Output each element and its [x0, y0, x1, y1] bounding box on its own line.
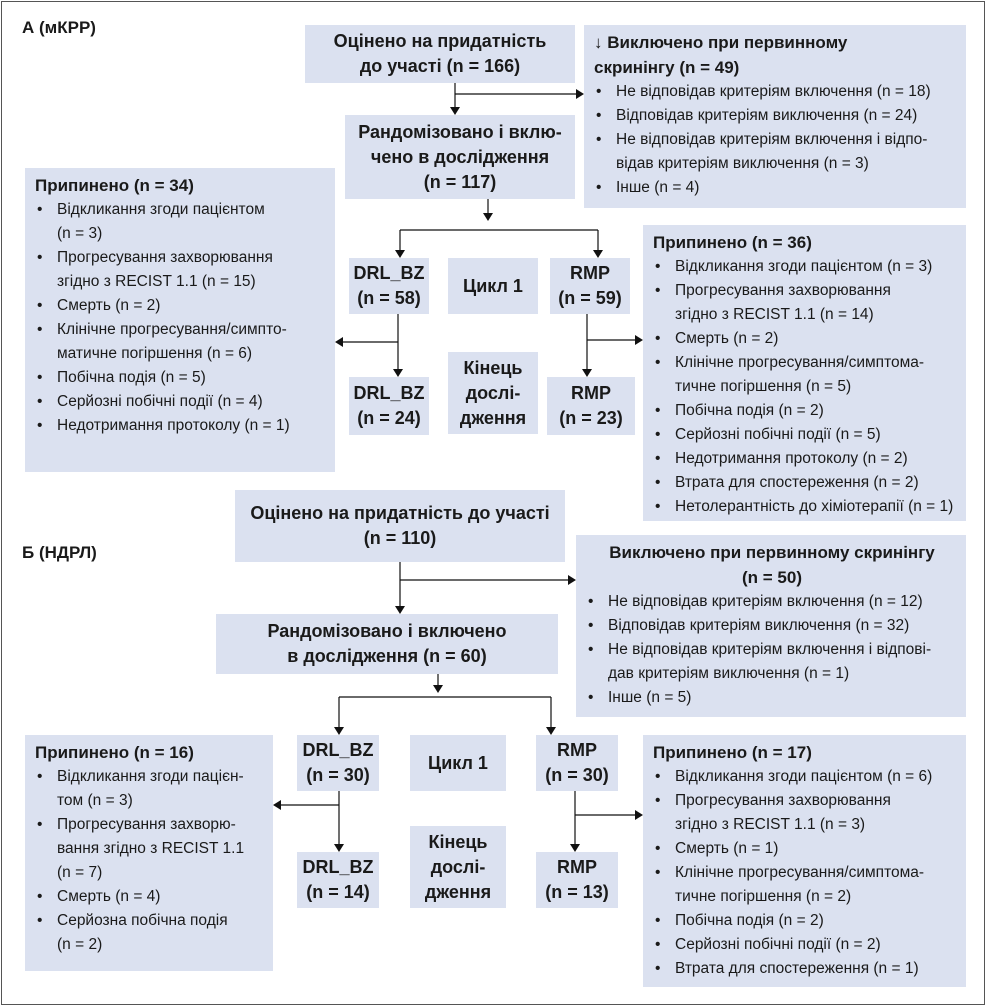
section-b-connectors	[273, 562, 643, 852]
b-rmp-start-box: RMP (n = 30)	[536, 735, 618, 791]
b-discontinued-right-list: Відкликання згоди пацієнтом (n = 6)Прогр…	[653, 765, 958, 981]
a-excluded-title: ↓ Виключено при первинному скринінгу (n …	[594, 33, 848, 77]
b-discontinued-right-box: Припинено (n = 17) Відкликання згоди пац…	[643, 735, 966, 987]
a-discontinued-left-title: Припинено (n = 34)	[35, 176, 194, 195]
b-drl-end-box: DRL_BZ (n = 14)	[297, 852, 379, 908]
list-item: Інше (n = 5)	[586, 686, 958, 710]
b-excluded-list: Не відповідав критеріям включення (n = 1…	[586, 590, 958, 710]
list-item: Клінічне прогресування/симптома- тичне п…	[653, 351, 958, 399]
list-item: Відкликання згоди пацієнтом (n = 3)	[35, 198, 327, 246]
list-item: Серйозні побічні події (n = 4)	[35, 390, 327, 414]
b-discontinued-left-title: Припинено (n = 16)	[35, 743, 194, 762]
b-randomized-box: Рандомізовано і включено в дослідження (…	[216, 614, 558, 674]
list-item: Недотримання протоколу (n = 1)	[35, 414, 327, 438]
list-item: Відповідав критеріям виключення (n = 24)	[594, 104, 958, 128]
list-item: Не відповідав критеріям включення і відп…	[586, 638, 958, 686]
list-item: Смерть (n = 2)	[653, 327, 958, 351]
b-drl-start-box: DRL_BZ (n = 30)	[297, 735, 379, 791]
list-item: Побічна подія (n = 5)	[35, 366, 327, 390]
b-cycle-box: Цикл 1	[410, 735, 506, 791]
b-rmp-end-box: RMP (n = 13)	[536, 852, 618, 908]
list-item: Відкликання згоди пацієн- том (n = 3)	[35, 765, 265, 813]
list-item: Серйозні побічні події (n = 2)	[653, 933, 958, 957]
list-item: Відповідав критеріям виключення (n = 32)	[586, 614, 958, 638]
list-item: Смерть (n = 4)	[35, 885, 265, 909]
list-item: Побічна подія (n = 2)	[653, 399, 958, 423]
a-cycle-box: Цикл 1	[448, 258, 538, 314]
a-discontinued-right-title: Припинено (n = 36)	[653, 233, 812, 252]
list-item: Прогресування захворювання згідно з RECI…	[653, 789, 958, 837]
a-assessed-box: Оцінено на придатність до участі (n = 16…	[305, 25, 575, 83]
list-item: Прогресування захворю- вання згідно з RE…	[35, 813, 265, 885]
list-item: Не відповідав критеріям включення (n = 1…	[594, 80, 958, 104]
a-drl-end-box: DRL_BZ (n = 24)	[349, 377, 429, 435]
a-discontinued-left-list: Відкликання згоди пацієнтом (n = 3)Прогр…	[35, 198, 327, 438]
b-discontinued-left-box: Припинено (n = 16) Відкликання згоди пац…	[25, 735, 273, 971]
b-end-box: Кінець дослі- дження	[410, 826, 506, 908]
a-rmp-start-box: RMP (n = 59)	[550, 258, 630, 314]
section-a-label: А (мКРР)	[22, 18, 96, 37]
a-randomized-box: Рандомізовано і вклю- чено в дослідження…	[345, 115, 575, 199]
list-item: Серйозні побічні події (n = 5)	[653, 423, 958, 447]
list-item: Втрата для спостереження (n = 2)	[653, 471, 958, 495]
list-item: Втрата для спостереження (n = 1)	[653, 957, 958, 981]
b-excluded-box: Виключено при первинному скринінгу (n = …	[576, 535, 966, 717]
list-item: Нетолерантність до хіміотерапії (n = 1)	[653, 495, 958, 519]
list-item: Не відповідав критеріям включення і відп…	[594, 128, 958, 176]
list-item: Клінічне прогресування/симпто- матичне п…	[35, 318, 327, 366]
list-item: Прогресування захворювання згідно з RECI…	[653, 279, 958, 327]
list-item: Клінічне прогресування/симптома- тичне п…	[653, 861, 958, 909]
b-excluded-title: Виключено при первинному скринінгу (n = …	[609, 543, 935, 587]
a-discontinued-right-box: Припинено (n = 36) Відкликання згоди пац…	[643, 225, 966, 521]
b-discontinued-left-list: Відкликання згоди пацієн- том (n = 3)Про…	[35, 765, 265, 957]
list-item: Недотримання протоколу (n = 2)	[653, 447, 958, 471]
list-item: Серйозна побічна подія (n = 2)	[35, 909, 265, 957]
a-discontinued-left-box: Припинено (n = 34) Відкликання згоди пац…	[25, 168, 335, 472]
list-item: Не відповідав критеріям включення (n = 1…	[586, 590, 958, 614]
a-discontinued-right-list: Відкликання згоди пацієнтом (n = 3)Прогр…	[653, 255, 958, 519]
list-item: Інше (n = 4)	[594, 176, 958, 200]
list-item: Відкликання згоди пацієнтом (n = 3)	[653, 255, 958, 279]
a-excluded-box: ↓ Виключено при первинному скринінгу (n …	[584, 25, 966, 208]
a-rmp-end-box: RMP (n = 23)	[547, 377, 635, 435]
a-end-box: Кінець дослі- дження	[448, 352, 538, 434]
a-drl-start-box: DRL_BZ (n = 58)	[349, 258, 429, 314]
list-item: Відкликання згоди пацієнтом (n = 6)	[653, 765, 958, 789]
b-discontinued-right-title: Припинено (n = 17)	[653, 743, 812, 762]
list-item: Смерть (n = 2)	[35, 294, 327, 318]
b-assessed-box: Оцінено на придатність до участі (n = 11…	[235, 490, 565, 562]
section-a-connectors	[335, 83, 643, 377]
list-item: Прогресування захворювання згідно з RECI…	[35, 246, 327, 294]
a-excluded-list: Не відповідав критеріям включення (n = 1…	[594, 80, 958, 200]
list-item: Побічна подія (n = 2)	[653, 909, 958, 933]
list-item: Смерть (n = 1)	[653, 837, 958, 861]
section-b-label: Б (НДРЛ)	[22, 543, 97, 562]
